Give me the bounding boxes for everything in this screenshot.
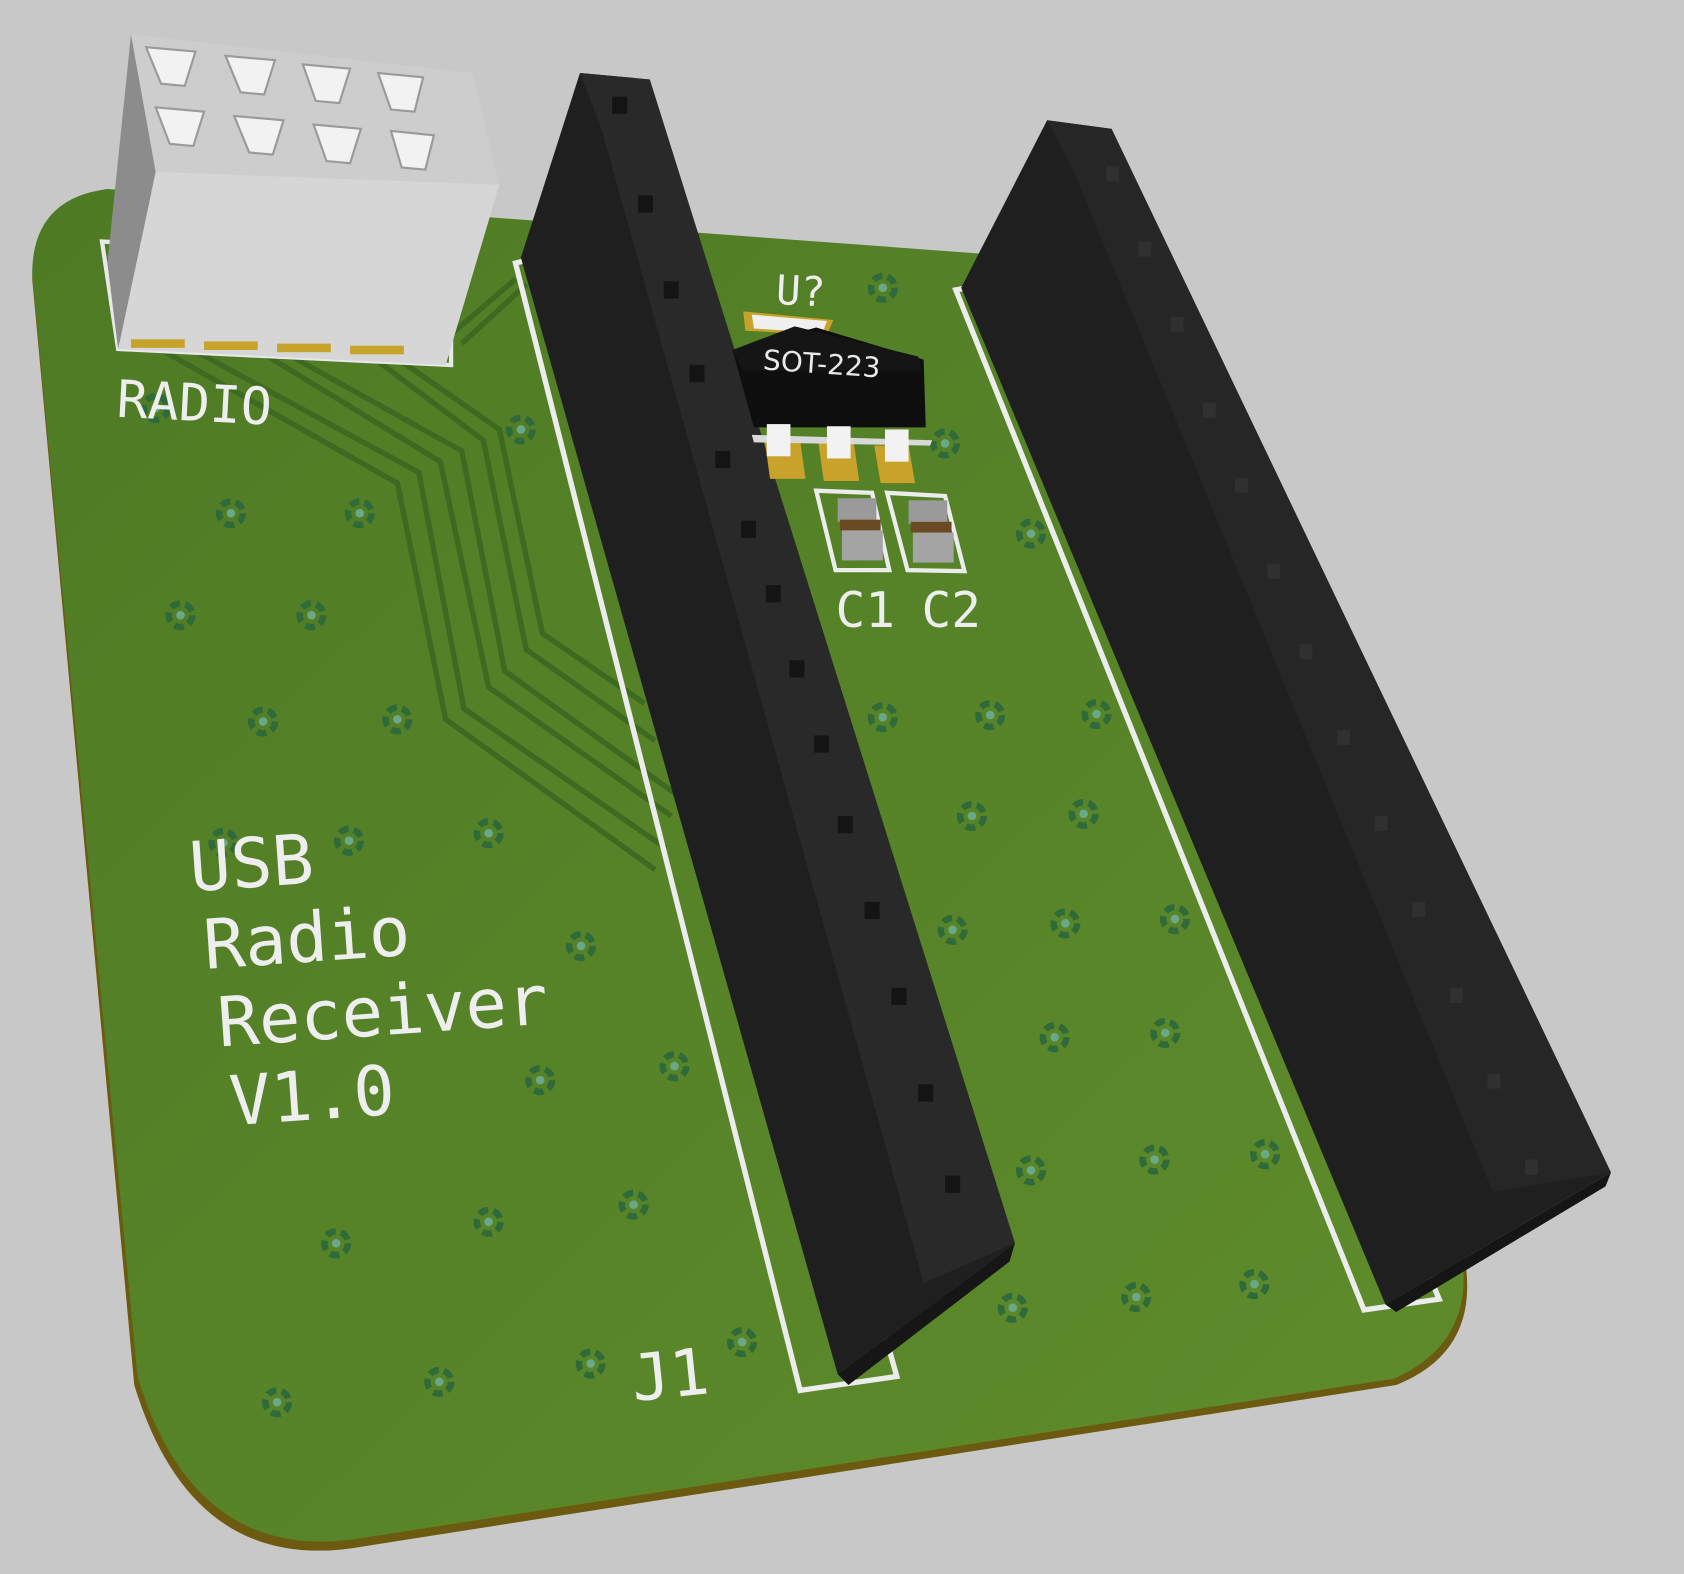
regulator-sot223[interactable]: SOT-223 (732, 311, 933, 484)
c2-designator: C2 (921, 581, 980, 639)
copper-traces (149, 277, 679, 872)
j1-designator: J1 (627, 1334, 712, 1417)
header-j1[interactable] (512, 73, 1015, 1394)
header-pin-holes (1106, 166, 1538, 1175)
title-line-2: Radio (201, 892, 413, 986)
radio-designator: RADIO (115, 370, 273, 438)
title-line-1: USB (187, 820, 316, 908)
header-right[interactable] (952, 120, 1611, 1313)
title-line-4: V1.0 (227, 1051, 398, 1142)
regulator-package: SOT-223 (762, 343, 882, 384)
board-title: USB Radio Receiver V1.0 (187, 820, 551, 1142)
header-socket-holes (144, 46, 436, 171)
c1-designator: C1 (836, 581, 895, 639)
capacitor-c1[interactable] (813, 488, 892, 573)
regulator-designator: U? (775, 266, 827, 316)
header-pin-holes (612, 96, 961, 1193)
capacitor-c2[interactable] (884, 490, 968, 574)
radio-header-connector[interactable] (99, 34, 500, 368)
